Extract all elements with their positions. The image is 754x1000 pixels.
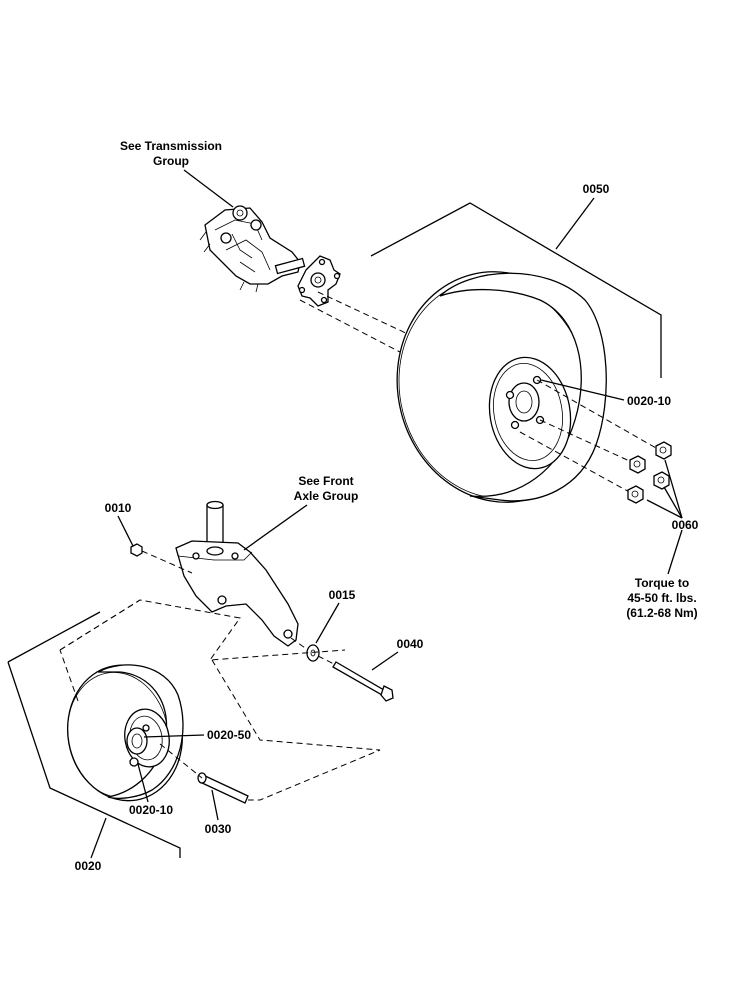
part-0015-label: 0015 [328, 588, 356, 602]
part-0030-label: 0030 [204, 822, 232, 836]
front-axle-group-callout: See Front Axle Group [279, 474, 373, 504]
front-wheel [66, 664, 184, 802]
part-0050-label: 0050 [582, 182, 610, 196]
torque-line3: (61.2-68 Nm) [626, 606, 698, 620]
part-0010-label: 0010 [104, 501, 132, 515]
part-0020-50-label: 0020-50 [206, 728, 252, 742]
part-0020-label: 0020 [74, 859, 102, 873]
bolt-0040 [332, 661, 394, 702]
part-0020-10-front-label: 0020-10 [128, 803, 174, 817]
torque-spec-callout: Torque to 45-50 ft. lbs. (61.2-68 Nm) [610, 576, 714, 621]
lug-nuts [627, 441, 672, 504]
torque-line2: 45-50 ft. lbs. [627, 591, 697, 605]
spindle-bracket [175, 500, 299, 647]
transmission-callout-line1: See Transmission [119, 139, 223, 153]
part-0040-label: 0040 [396, 637, 424, 651]
part-0020-10-rear-label: 0020-10 [626, 394, 672, 408]
transmission-group-callout: See Transmission Group [110, 139, 232, 169]
part-0060-label: 0060 [671, 518, 699, 532]
rear-wheel [396, 271, 607, 503]
washer-0015 [306, 644, 320, 662]
nut-0010 [130, 543, 143, 557]
front-axle-callout-line1: See Front [298, 474, 354, 488]
front-axle-callout-line2: Axle Group [293, 489, 359, 503]
transmission-callout-line2: Group [153, 154, 189, 168]
torque-line1: Torque to [634, 576, 690, 590]
transmission-assembly [199, 205, 341, 307]
leader-lines [7, 169, 683, 859]
spacer-0030 [197, 772, 249, 804]
